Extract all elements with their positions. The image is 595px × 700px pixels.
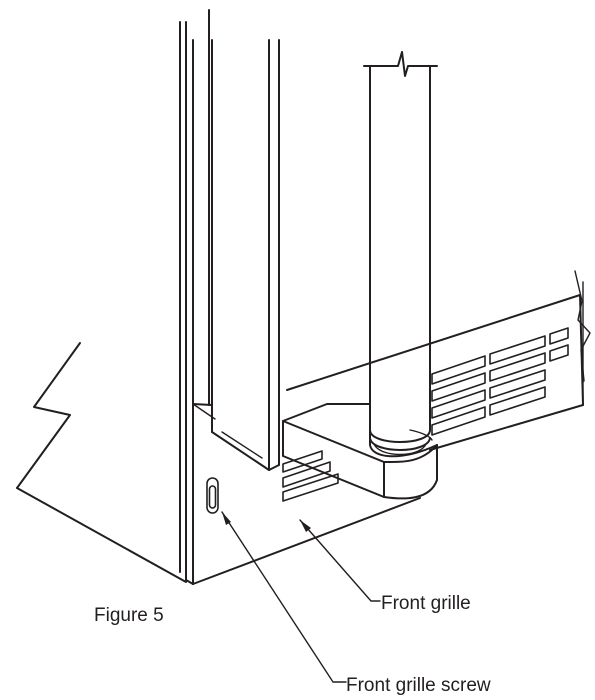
cabinet-side-panel bbox=[179, 9, 210, 585]
callout-front-grille-screw: Front grille screw bbox=[346, 675, 491, 696]
door-panel bbox=[211, 39, 280, 471]
callout-front-grille: Front grille bbox=[381, 593, 471, 614]
figure-caption: Figure 5 bbox=[94, 605, 164, 626]
hinge-bracket bbox=[282, 403, 438, 500]
wall-floor-edge bbox=[16, 342, 187, 583]
leader-lines bbox=[221, 511, 381, 683]
hinge-pin-tube bbox=[363, 51, 438, 456]
front-grille bbox=[282, 270, 591, 502]
grille-screw bbox=[206, 477, 219, 514]
